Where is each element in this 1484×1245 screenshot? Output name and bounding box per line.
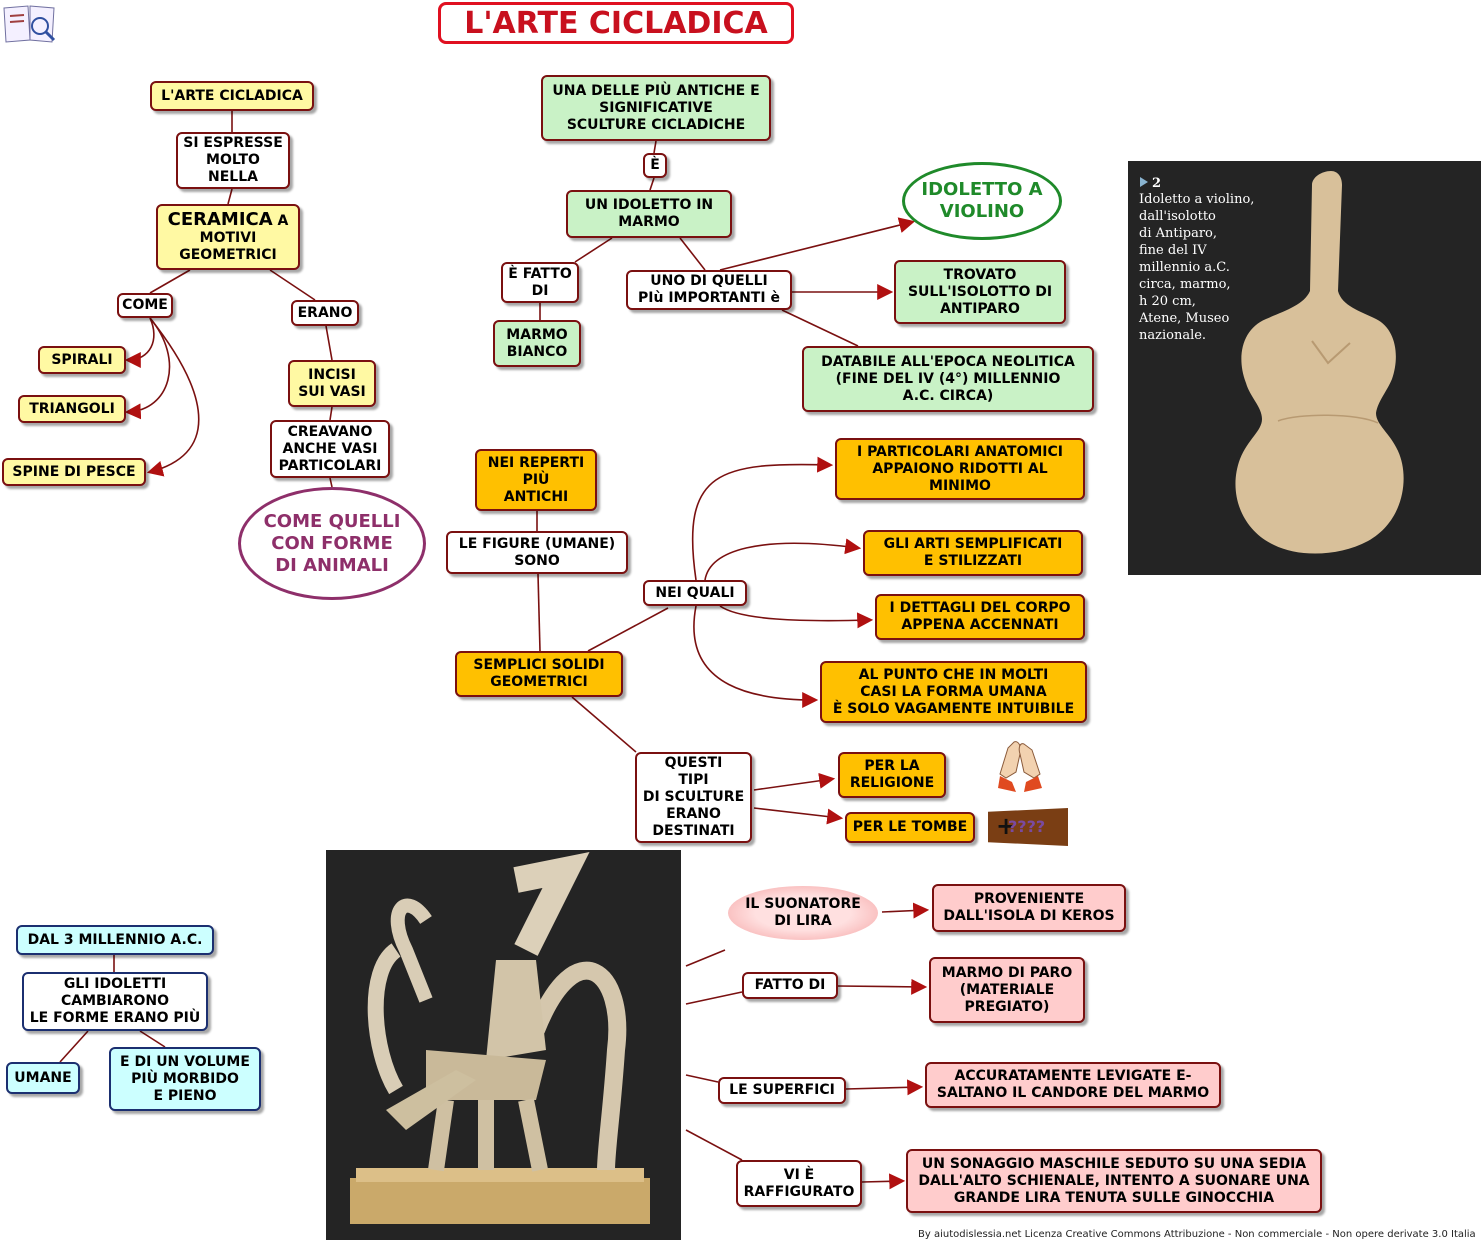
node-si-espresse: SI ESPRESSE MOLTO NELLA xyxy=(176,132,290,189)
node-incisi: INCISI SUI VASI xyxy=(288,360,376,407)
node-come-quelli-animali: COME QUELLI CON FORME DI ANIMALI xyxy=(238,487,426,600)
node-ceramica: CERAMICA A MOTIVI GEOMETRICI xyxy=(156,204,300,270)
node-come: COME xyxy=(117,293,173,318)
node-arti-semplificati: GLI ARTI SEMPLIFICATI E STILIZZATI xyxy=(863,530,1083,576)
node-e-fatto-di: È FATTO DI xyxy=(501,262,579,303)
node-gli-idoletti-cambiarono: GLI IDOLETTI CAMBIARONO LE FORME ERANO P… xyxy=(22,972,208,1031)
node-trovato: TROVATO SULL'ISOLOTTO DI ANTIPARO xyxy=(894,260,1066,324)
node-nei-reperti: NEI REPERTI PIÙ ANTICHI xyxy=(475,449,597,511)
node-piu-antiche: UNA DELLE PIÙ ANTICHE E SIGNIFICATIVE SC… xyxy=(541,75,771,141)
lyre-player-photo xyxy=(326,850,681,1240)
node-le-figure: LE FIGURE (UMANE) SONO xyxy=(446,531,628,574)
node-uno-di-quelli: UNO DI QUELLI PIù IMPORTANTI è xyxy=(626,270,792,310)
node-databile: DATABILE ALL'EPOCA NEOLITICA (FINE DEL I… xyxy=(802,346,1094,412)
node-creavano: CREAVANO ANCHE VASI PARTICOLARI xyxy=(270,420,390,478)
caption-number: 2 xyxy=(1152,176,1161,191)
ceramica-main-text: CERAMICA xyxy=(167,208,273,230)
coffin-icon: + ???? xyxy=(988,808,1068,846)
node-idoletto-a-violino: IDOLETTO A VIOLINO xyxy=(902,162,1062,240)
node-spirali: SPIRALI xyxy=(38,346,126,374)
ceramica-rest-text: MOTIVI GEOMETRICI xyxy=(179,229,277,263)
node-le-superfici: LE SUPERFICI xyxy=(718,1077,846,1104)
node-forma-umana: AL PUNTO CHE IN MOLTI CASI LA FORMA UMAN… xyxy=(820,661,1087,723)
node-per-le-tombe: PER LE TOMBE xyxy=(845,812,975,843)
license-footer: By aiutodislessia.net Licenza Creative C… xyxy=(918,1229,1476,1240)
node-umane: UMANE xyxy=(6,1062,80,1094)
node-marmo-bianco: MARMO BIANCO xyxy=(493,320,581,367)
book-logo-icon xyxy=(2,2,58,44)
coffin-question-text: ???? xyxy=(1008,817,1046,836)
node-volume: E DI UN VOLUME PIÙ MORBIDO E PIENO xyxy=(109,1047,261,1111)
node-triangoli: TRIANGOLI xyxy=(18,395,126,423)
node-spine-di-pesce: SPINE DI PESCE xyxy=(2,458,146,486)
photo-caption: Idoletto a violino, dall'isolotto di Ant… xyxy=(1139,192,1255,343)
node-semplici-solidi: SEMPLICI SOLIDI GEOMETRICI xyxy=(455,651,623,697)
ceramica-a-text: A xyxy=(272,212,289,229)
idoletto-photo: 2 xyxy=(1128,161,1481,575)
node-dal-3-millennio: DAL 3 MILLENNIO A.C. xyxy=(16,925,214,955)
node-marmo-di-paro: MARMO DI PARO (MATERIALE PREGIATO) xyxy=(929,957,1085,1023)
node-particolari-anatomici: I PARTICOLARI ANATOMICI APPAIONO RIDOTTI… xyxy=(835,438,1085,500)
node-per-la-religione: PER LA RELIGIONE xyxy=(838,752,946,798)
page-title: L'ARTE CICLADICA xyxy=(438,2,794,44)
praying-hands-icon xyxy=(994,738,1044,794)
node-levigate: ACCURATAMENTE LEVIGATE E- SALTANO IL CAN… xyxy=(925,1062,1221,1108)
node-keros: PROVENIENTE DALL'ISOLA DI KEROS xyxy=(932,884,1126,932)
node-idoletto-marmo: UN IDOLETTO IN MARMO xyxy=(566,190,732,238)
node-suonatore-di-lira: IL SUONATORE DI LIRA xyxy=(728,886,878,940)
node-link-e: È xyxy=(643,153,667,178)
node-sonaggio: UN SONAGGIO MASCHILE SEDUTO SU UNA SEDIA… xyxy=(906,1149,1322,1213)
node-nei-quali: NEI QUALI xyxy=(643,580,747,606)
cross-icon: + xyxy=(996,812,1017,840)
node-fatto-di: FATTO DI xyxy=(742,972,838,999)
node-erano: ERANO xyxy=(291,300,359,326)
node-destinati: QUESTI TIPI DI SCULTURE ERANO DESTINATI xyxy=(635,752,752,843)
node-arte-cicladica: L'ARTE CICLADICA xyxy=(150,81,314,111)
node-vi-e-raffigurato: VI È RAFFIGURATO xyxy=(736,1160,862,1207)
node-dettagli-corpo: I DETTAGLI DEL CORPO APPENA ACCENNATI xyxy=(875,594,1085,640)
